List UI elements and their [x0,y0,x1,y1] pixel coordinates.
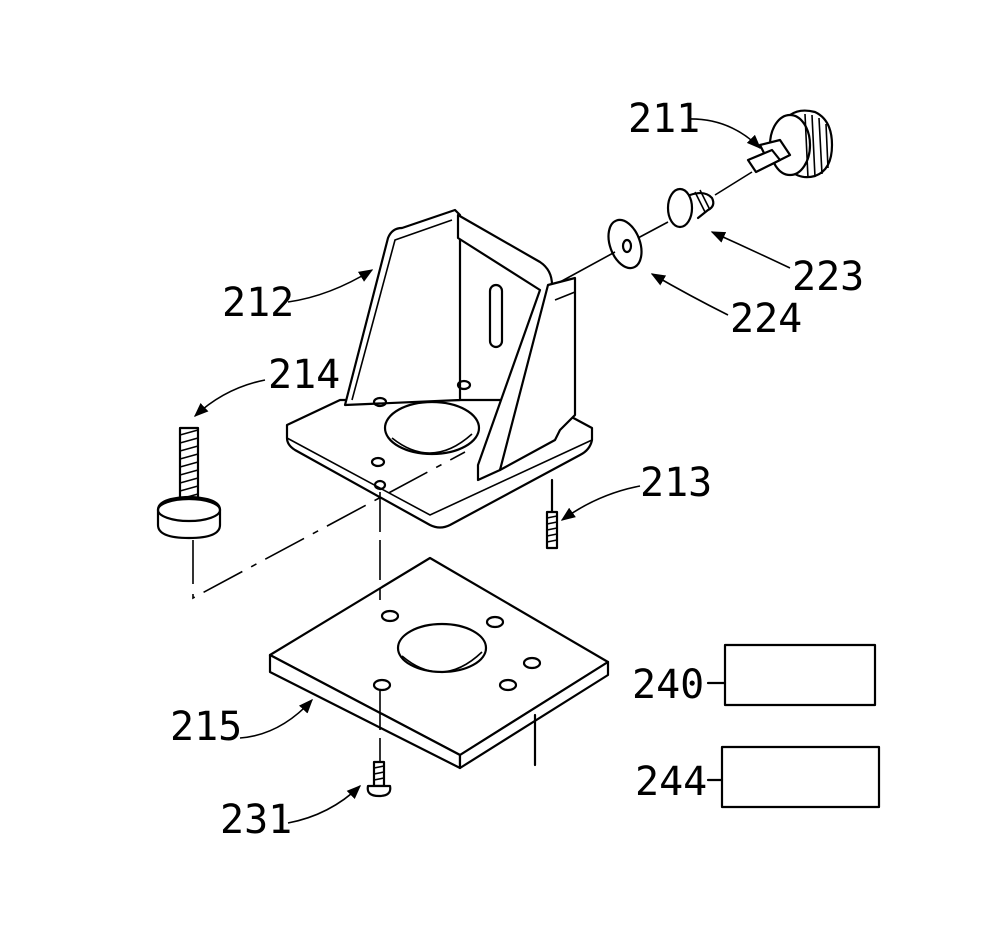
washer-224 [607,218,643,270]
label-231: 231 [220,797,292,843]
base-plate-215 [268,556,610,770]
label-212: 212 [222,280,294,326]
label-224: 224 [730,296,802,342]
spring-223 [666,187,715,229]
label-223: 223 [792,254,864,300]
label-215: 215 [170,704,242,750]
label-244: 244 [635,759,707,805]
assembly-axis-lines [192,171,753,762]
label-211: 211 [628,96,700,142]
box-244 [706,745,881,809]
label-240: 240 [632,662,704,708]
label-213: 213 [640,460,712,506]
bolt-214 [156,426,222,540]
bracket-212 [285,208,594,529]
pin-213 [545,478,559,550]
leader-lines [193,118,791,824]
box-240 [706,643,877,707]
knob-screw-211 [746,109,834,179]
label-214: 214 [268,352,340,398]
screw-231 [366,760,392,798]
